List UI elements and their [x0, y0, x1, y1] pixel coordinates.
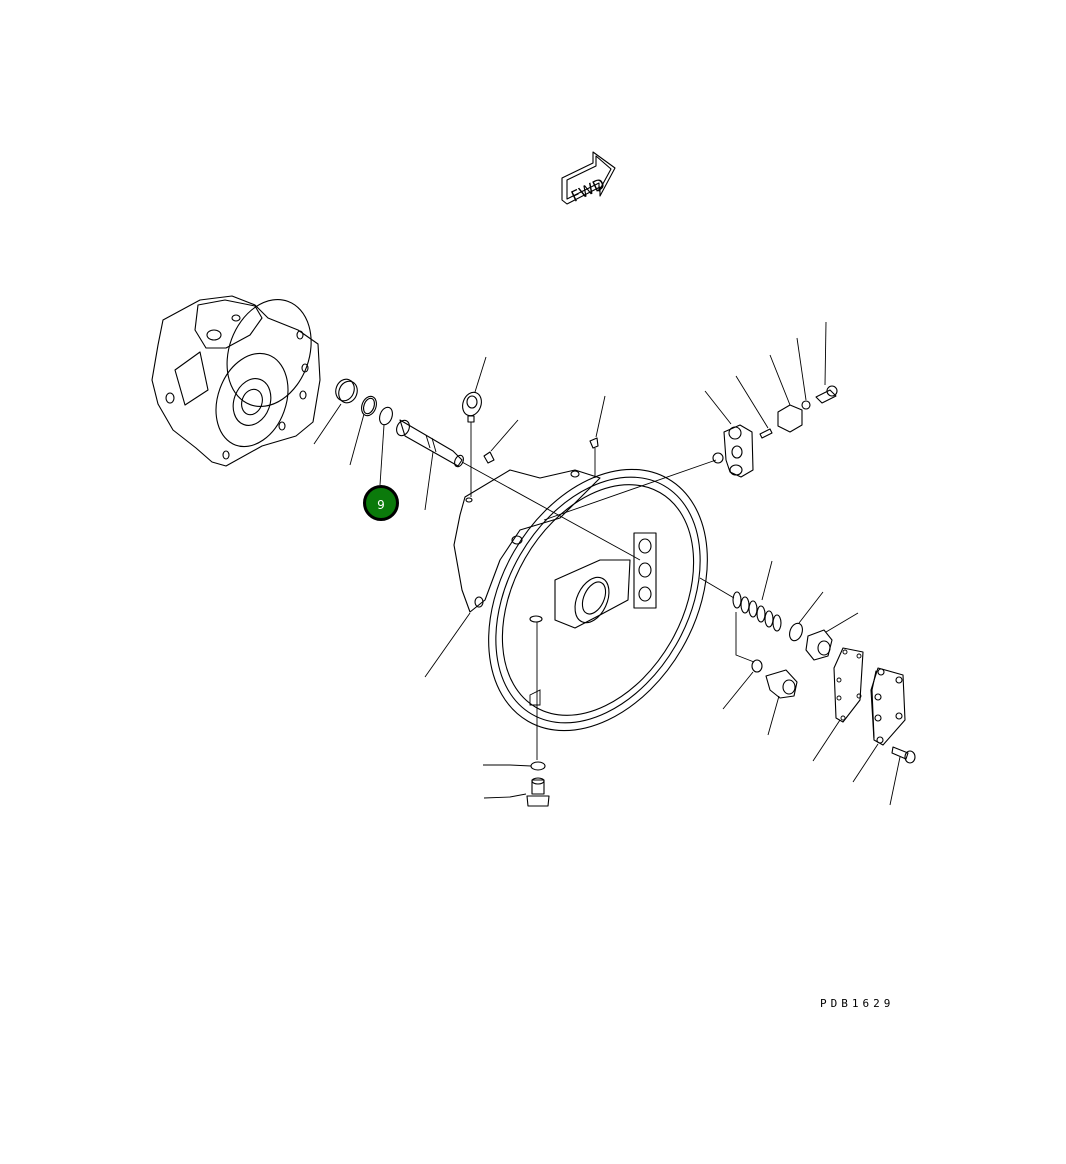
pin — [396, 419, 464, 511]
o-ring-2 — [789, 591, 824, 642]
callout-9[interactable]: 9 — [363, 485, 399, 521]
bolt — [815, 321, 838, 404]
grease-fitting — [483, 419, 519, 464]
spring — [699, 560, 782, 632]
gasket — [812, 647, 864, 762]
o-ring-drain — [483, 761, 546, 771]
cover-bolt — [889, 746, 916, 806]
callout-number: 9 — [377, 497, 385, 512]
o-ring-3 — [722, 612, 763, 710]
svg-text:FWD: FWD — [568, 175, 607, 206]
dowel-pin — [735, 375, 773, 439]
backup-ring — [349, 395, 377, 466]
plug — [313, 378, 358, 445]
flywheel-housing — [424, 468, 708, 760]
plug-2 — [805, 612, 859, 661]
eye-bolt — [462, 356, 487, 497]
sensor-bracket-assembly — [704, 390, 754, 478]
washer — [796, 337, 811, 410]
o-ring — [379, 406, 393, 486]
cover — [852, 667, 906, 783]
drain-plug — [483, 777, 550, 807]
breather-plug — [589, 395, 606, 478]
drawing-code: PDB1629 — [820, 997, 895, 1010]
forward-arrow-icon: FWD — [561, 151, 616, 206]
elbow-fitting — [765, 669, 798, 736]
pump-assembly — [151, 295, 321, 467]
bracket — [769, 354, 803, 433]
